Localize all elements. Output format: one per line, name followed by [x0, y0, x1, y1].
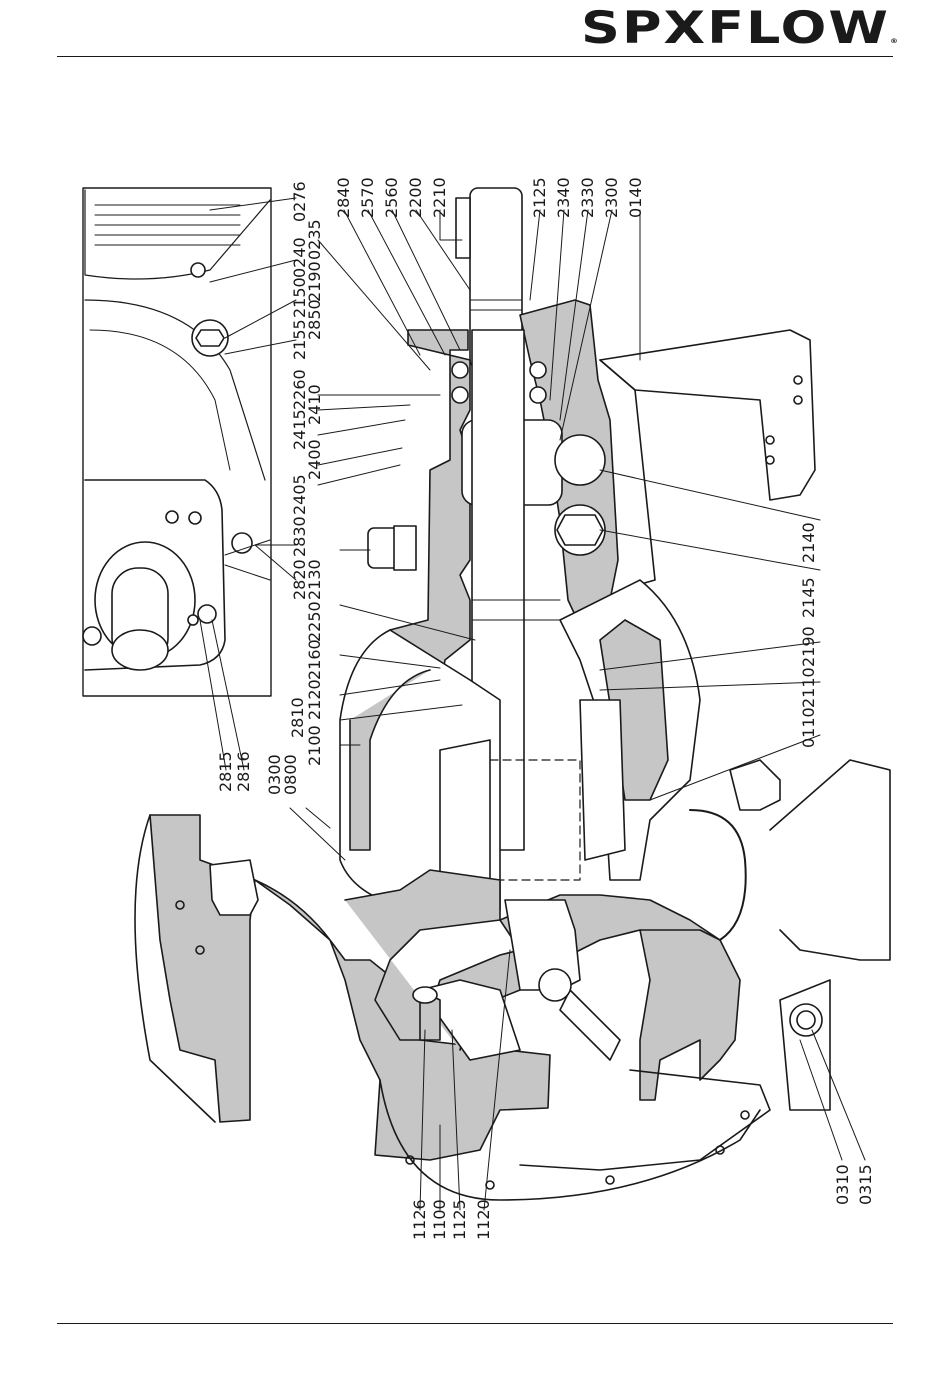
inset-detail-view [83, 188, 271, 696]
support-foot-bracket [600, 330, 815, 590]
